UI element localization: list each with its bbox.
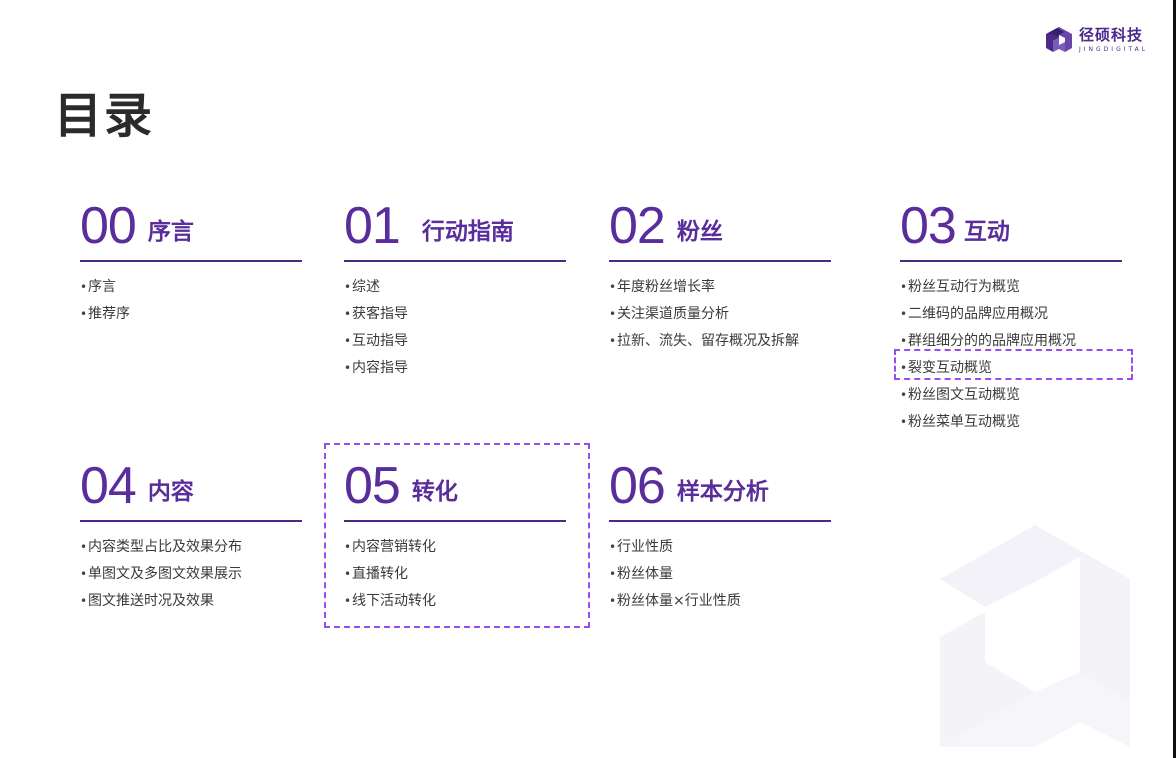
section-number: 04: [80, 457, 137, 515]
toc-item[interactable]: •粉丝体量×行业性质: [609, 588, 831, 615]
toc-item-highlighted[interactable]: •裂变互动概览: [900, 355, 1122, 382]
section-05-conversion: 05 转化 •内容营销转化 •直播转化 •线下活动转化: [344, 458, 566, 615]
highlight-box-fission-item: [894, 349, 1133, 380]
section-06-sample-analysis: 06 样本分析 •行业性质 •粉丝体量 •粉丝体量×行业性质: [609, 458, 831, 615]
toc-item[interactable]: •内容指导: [344, 355, 566, 382]
section-items: •行业性质 •粉丝体量 •粉丝体量×行业性质: [609, 534, 831, 615]
section-divider: [80, 520, 302, 522]
section-title: 样本分析: [676, 479, 769, 505]
section-number: 06: [609, 457, 666, 515]
section-title: 序言: [147, 219, 194, 245]
section-number: 02: [609, 197, 666, 255]
toc-item[interactable]: •图文推送时况及效果: [80, 588, 302, 615]
bullet-icon: •: [344, 594, 352, 608]
section-title: 内容: [147, 479, 194, 505]
toc-item[interactable]: •推荐序: [80, 301, 302, 328]
bullet-icon: •: [609, 307, 617, 321]
section-number: 00: [80, 197, 137, 255]
section-items: •粉丝互动行为概览 •二维码的品牌应用概况 •群组细分的的品牌应用概况 •裂变互…: [900, 274, 1122, 436]
bullet-icon: •: [609, 594, 617, 608]
toc-item[interactable]: •粉丝图文互动概览: [900, 382, 1122, 409]
bullet-icon: •: [900, 307, 908, 321]
bullet-icon: •: [344, 307, 352, 321]
toc-item[interactable]: •粉丝体量: [609, 561, 831, 588]
section-divider: [344, 520, 566, 522]
section-02-fans: 02 粉丝 •年度粉丝增长率 •关注渠道质量分析 •拉新、流失、留存概况及拆解: [609, 198, 831, 355]
section-title: 转化: [411, 479, 458, 505]
section-divider: [609, 260, 831, 262]
bullet-icon: •: [900, 415, 908, 429]
brand-logo: 径硕科技 JINGDIGITAL: [1045, 25, 1148, 55]
brand-name-cn: 径硕科技: [1079, 25, 1144, 44]
bullet-icon: •: [344, 567, 352, 581]
bullet-icon: •: [900, 388, 908, 402]
bullet-icon: •: [80, 280, 88, 294]
bullet-icon: •: [609, 540, 617, 554]
bullet-icon: •: [609, 334, 617, 348]
bullet-icon: •: [900, 334, 908, 348]
section-divider: [344, 260, 566, 262]
toc-item[interactable]: •二维码的品牌应用概况: [900, 301, 1122, 328]
toc-item[interactable]: •线下活动转化: [344, 588, 566, 615]
bullet-icon: •: [609, 567, 617, 581]
toc-item[interactable]: •序言: [80, 274, 302, 301]
section-03-interaction: 03 互动 •粉丝互动行为概览 •二维码的品牌应用概况 •群组细分的的品牌应用概…: [900, 198, 1122, 436]
section-title: 粉丝: [676, 219, 723, 245]
section-divider: [80, 260, 302, 262]
bullet-icon: •: [80, 594, 88, 608]
section-items: •序言 •推荐序: [80, 274, 302, 328]
toc-item[interactable]: •关注渠道质量分析: [609, 301, 831, 328]
section-number: 03: [900, 197, 957, 255]
brand-name-en: JINGDIGITAL: [1079, 45, 1149, 53]
section-00-preface: 00 序言 •序言 •推荐序: [80, 198, 302, 328]
page-title: 目录: [54, 88, 155, 144]
bullet-icon: •: [609, 280, 617, 294]
section-divider: [609, 520, 831, 522]
section-04-content: 04 内容 •内容类型占比及效果分布 •单图文及多图文效果展示 •图文推送时况及…: [80, 458, 302, 615]
bullet-icon: •: [80, 567, 88, 581]
section-number: 05: [344, 457, 401, 515]
toc-item[interactable]: •拉新、流失、留存概况及拆解: [609, 328, 831, 355]
bullet-icon: •: [80, 307, 88, 321]
toc-item[interactable]: •获客指导: [344, 301, 566, 328]
bullet-icon: •: [344, 334, 352, 348]
toc-item[interactable]: •单图文及多图文效果展示: [80, 561, 302, 588]
bullet-icon: •: [900, 280, 908, 294]
section-items: •综述 •获客指导 •互动指导 •内容指导: [344, 274, 566, 382]
toc-item[interactable]: •内容类型占比及效果分布: [80, 534, 302, 561]
section-title: 行动指南: [421, 219, 514, 245]
section-items: •内容类型占比及效果分布 •单图文及多图文效果展示 •图文推送时况及效果: [80, 534, 302, 615]
watermark-logo-icon: [940, 525, 1130, 747]
toc-item[interactable]: •行业性质: [609, 534, 831, 561]
brand-logo-icon: [1046, 27, 1072, 52]
toc-item[interactable]: •群组细分的的品牌应用概况: [900, 328, 1122, 355]
section-01-action-guide: 01 行动指南 •综述 •获客指导 •互动指导 •内容指导: [344, 198, 566, 382]
section-items: •年度粉丝增长率 •关注渠道质量分析 •拉新、流失、留存概况及拆解: [609, 274, 831, 355]
toc-item[interactable]: •粉丝菜单互动概览: [900, 409, 1122, 436]
toc-item[interactable]: •粉丝互动行为概览: [900, 274, 1122, 301]
right-edge-border: [1173, 0, 1176, 758]
highlight-box-section-05: [324, 443, 590, 628]
toc-item[interactable]: •年度粉丝增长率: [609, 274, 831, 301]
section-title: 互动: [963, 219, 1010, 245]
toc-item[interactable]: •互动指导: [344, 328, 566, 355]
section-divider: [900, 260, 1122, 262]
toc-item[interactable]: •综述: [344, 274, 566, 301]
section-number: 01: [344, 197, 401, 255]
bullet-icon: •: [344, 361, 352, 375]
bullet-icon: •: [80, 540, 88, 554]
bullet-icon: •: [344, 280, 352, 294]
section-items: •内容营销转化 •直播转化 •线下活动转化: [344, 534, 566, 615]
toc-item[interactable]: •内容营销转化: [344, 534, 566, 561]
toc-item[interactable]: •直播转化: [344, 561, 566, 588]
bullet-icon: •: [344, 540, 352, 554]
bullet-icon: •: [900, 361, 908, 375]
